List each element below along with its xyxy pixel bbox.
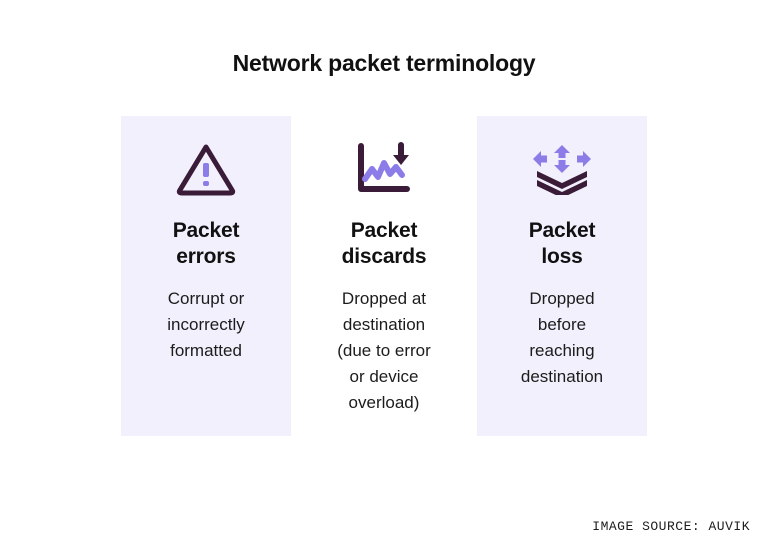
card-heading: Packet discards bbox=[341, 219, 427, 268]
card-description: Corrupt or incorrectly formatted bbox=[167, 289, 245, 360]
layers-arrows-icon bbox=[526, 138, 598, 200]
card-packet-loss: Packet loss Dropped before reaching dest… bbox=[477, 116, 647, 436]
card-packet-discards: Packet discards Dropped at destination (… bbox=[299, 116, 469, 436]
card-description: Dropped at destination (due to error or … bbox=[337, 289, 431, 412]
image-source-credit: IMAGE SOURCE: AUVIK bbox=[592, 519, 750, 534]
card-packet-errors: Packet errors Corrupt or incorrectly for… bbox=[121, 116, 291, 436]
chart-down-arrow-icon bbox=[348, 138, 420, 200]
warning-triangle-icon bbox=[170, 138, 242, 200]
page-title: Network packet terminology bbox=[232, 50, 536, 76]
card-heading: Packet loss bbox=[528, 219, 596, 268]
card-description: Dropped before reaching destination bbox=[520, 289, 604, 386]
card-heading: Packet errors bbox=[172, 219, 240, 268]
card-row: Packet errors Corrupt or incorrectly for… bbox=[121, 116, 647, 436]
